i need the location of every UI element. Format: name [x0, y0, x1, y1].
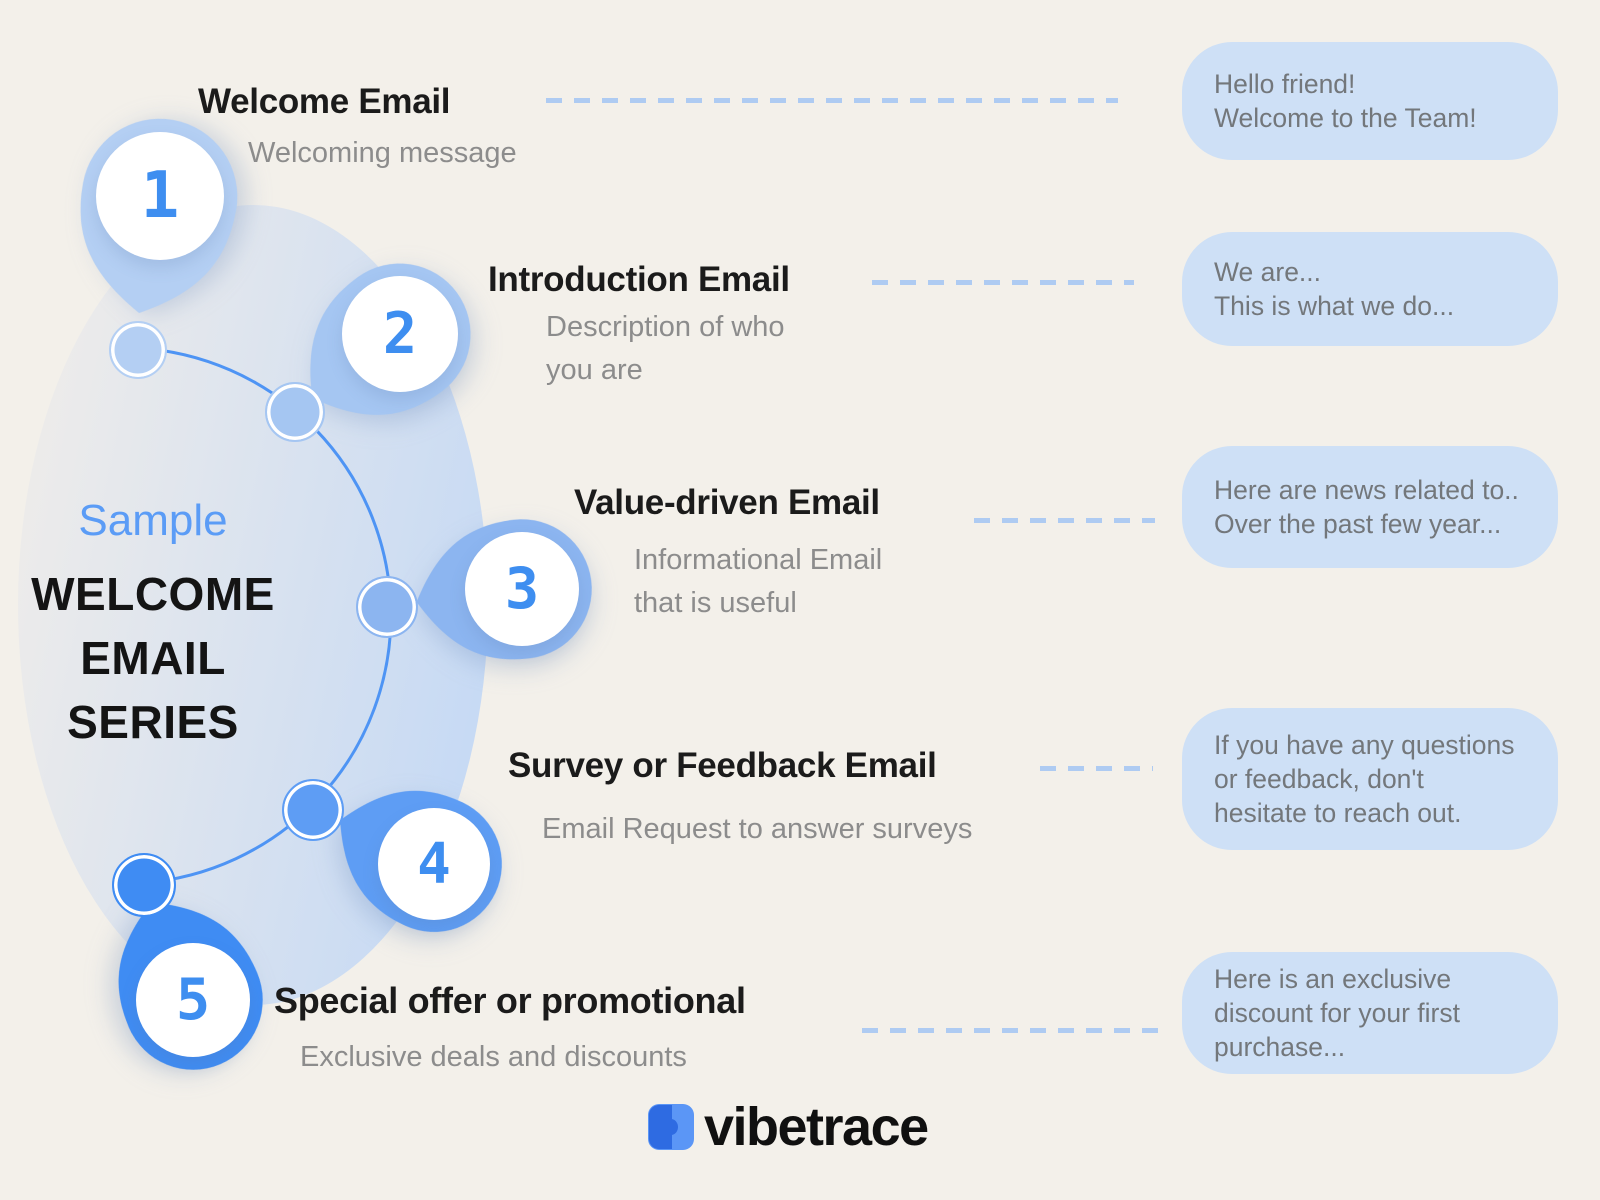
step-title: Welcome Email [198, 82, 451, 121]
chat-bubble-text: If you have any questions or feedback, d… [1214, 730, 1515, 828]
step-number: 4 [417, 831, 451, 897]
timeline-node-dot [112, 853, 176, 917]
chat-bubble: We are... This is what we do... [1182, 232, 1558, 346]
chat-bubble: If you have any questions or feedback, d… [1182, 708, 1558, 850]
dashed-connector-line [872, 280, 1134, 285]
dashed-connector-line [862, 1028, 1159, 1033]
timeline-node-dot [109, 321, 167, 379]
step-description: Exclusive deals and discounts [300, 1041, 687, 1073]
series-title-line: WELCOME [31, 568, 275, 620]
chat-bubble: Hello friend! Welcome to the Team! [1182, 42, 1558, 160]
chat-bubble-text: We are... This is what we do... [1214, 257, 1455, 321]
step-number: 2 [382, 301, 418, 367]
step-title: Special offer or promotional [274, 980, 746, 1021]
vibetrace-logo-icon [648, 1104, 694, 1150]
step-number-badge: 1 [96, 132, 224, 260]
series-title-line: EMAIL [80, 632, 226, 684]
chat-bubble-text: Hello friend! Welcome to the Team! [1214, 69, 1477, 133]
step-number-badge: 3 [465, 532, 579, 646]
chat-bubble: Here is an exclusive discount for your f… [1182, 952, 1558, 1074]
step-number-badge: 5 [136, 943, 250, 1057]
chat-bubble-text: Here is an exclusive discount for your f… [1214, 964, 1460, 1062]
step-description: Welcoming message [248, 137, 517, 169]
series-eyebrow: Sample [78, 496, 228, 545]
step-description: Informational Email that is useful [634, 544, 883, 619]
timeline-node-dot [265, 382, 325, 442]
step-description: Description of who you are [546, 311, 785, 386]
dashed-connector-line [1040, 766, 1153, 771]
step-title: Introduction Email [488, 260, 790, 299]
series-title-line: SERIES [67, 696, 239, 748]
step-number-badge: 2 [342, 276, 458, 392]
chat-bubble: Here are news related to.. Over the past… [1182, 446, 1558, 568]
step-description: Email Request to answer surveys [542, 813, 973, 845]
timeline-node-dot [356, 576, 418, 638]
chat-bubble-text: Here are news related to.. Over the past… [1214, 475, 1519, 539]
dashed-connector-line [546, 98, 1118, 103]
timeline-node-dot [282, 779, 344, 841]
vibetrace-wordmark: vibetrace [704, 1097, 929, 1157]
step-number-badge: 4 [378, 808, 490, 920]
dashed-connector-line [974, 518, 1155, 523]
step-number: 5 [175, 967, 211, 1033]
step-number: 1 [140, 159, 180, 233]
step-title: Survey or Feedback Email [508, 746, 937, 785]
vibetrace-logo: vibetrace [648, 1096, 929, 1158]
step-title: Value-driven Email [574, 483, 880, 522]
step-number: 3 [504, 556, 540, 622]
series-title-block: Sample WELCOME EMAIL SERIES [20, 496, 286, 754]
